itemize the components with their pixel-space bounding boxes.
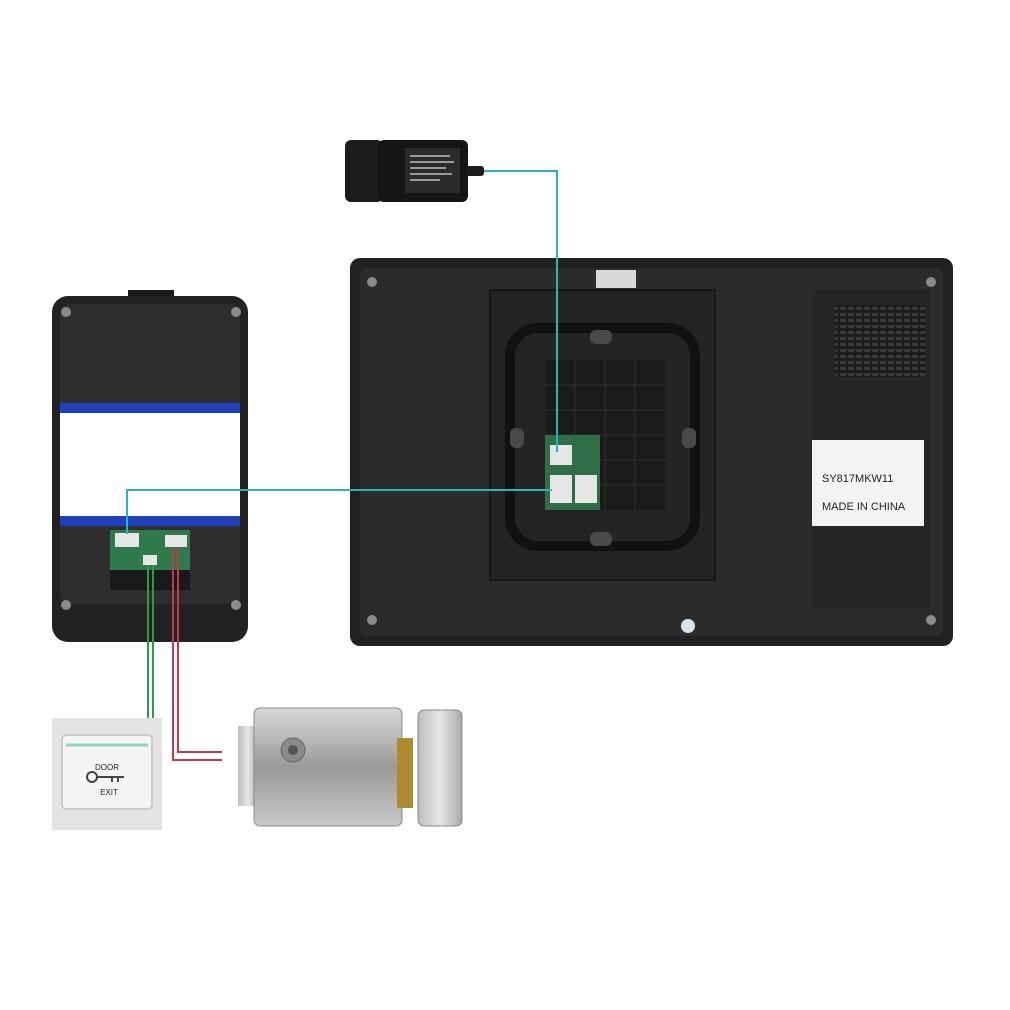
lock-wire-b	[177, 548, 222, 753]
key-icon	[86, 771, 124, 783]
camera-connector-board	[110, 530, 190, 590]
screw-icon	[231, 600, 241, 610]
white-panel	[60, 413, 240, 516]
power-wire	[484, 170, 558, 452]
screw-icon	[231, 307, 241, 317]
video-wire	[126, 489, 552, 534]
door-exit-button: DOOR EXIT	[52, 718, 162, 830]
screw-icon	[926, 615, 936, 625]
exit-button-top-text: DOOR	[95, 763, 119, 772]
mounting-bracket	[489, 289, 716, 581]
screw-icon	[61, 600, 71, 610]
blue-band-top	[60, 403, 240, 413]
model-label: SY817MKW11	[822, 473, 893, 485]
power-adapter	[345, 140, 484, 202]
led-icon	[681, 619, 695, 633]
screw-icon	[367, 277, 377, 287]
origin-label: MADE IN CHINA	[822, 501, 906, 513]
model-label-sticker: SY817MKW11 MADE IN CHINA	[812, 440, 924, 526]
outdoor-camera-unit	[52, 290, 248, 642]
screw-icon	[926, 277, 936, 287]
electric-lock	[238, 707, 463, 827]
screw-icon	[61, 307, 71, 317]
lock-wire-a	[172, 548, 222, 761]
screw-icon	[367, 615, 377, 625]
indoor-monitor: SY817MKW11 MADE IN CHINA	[350, 258, 953, 646]
wires	[126, 170, 558, 761]
blue-band-bottom	[60, 516, 240, 526]
monitor-connector-board	[545, 435, 600, 510]
exit-button-bottom-text: EXIT	[100, 788, 118, 797]
